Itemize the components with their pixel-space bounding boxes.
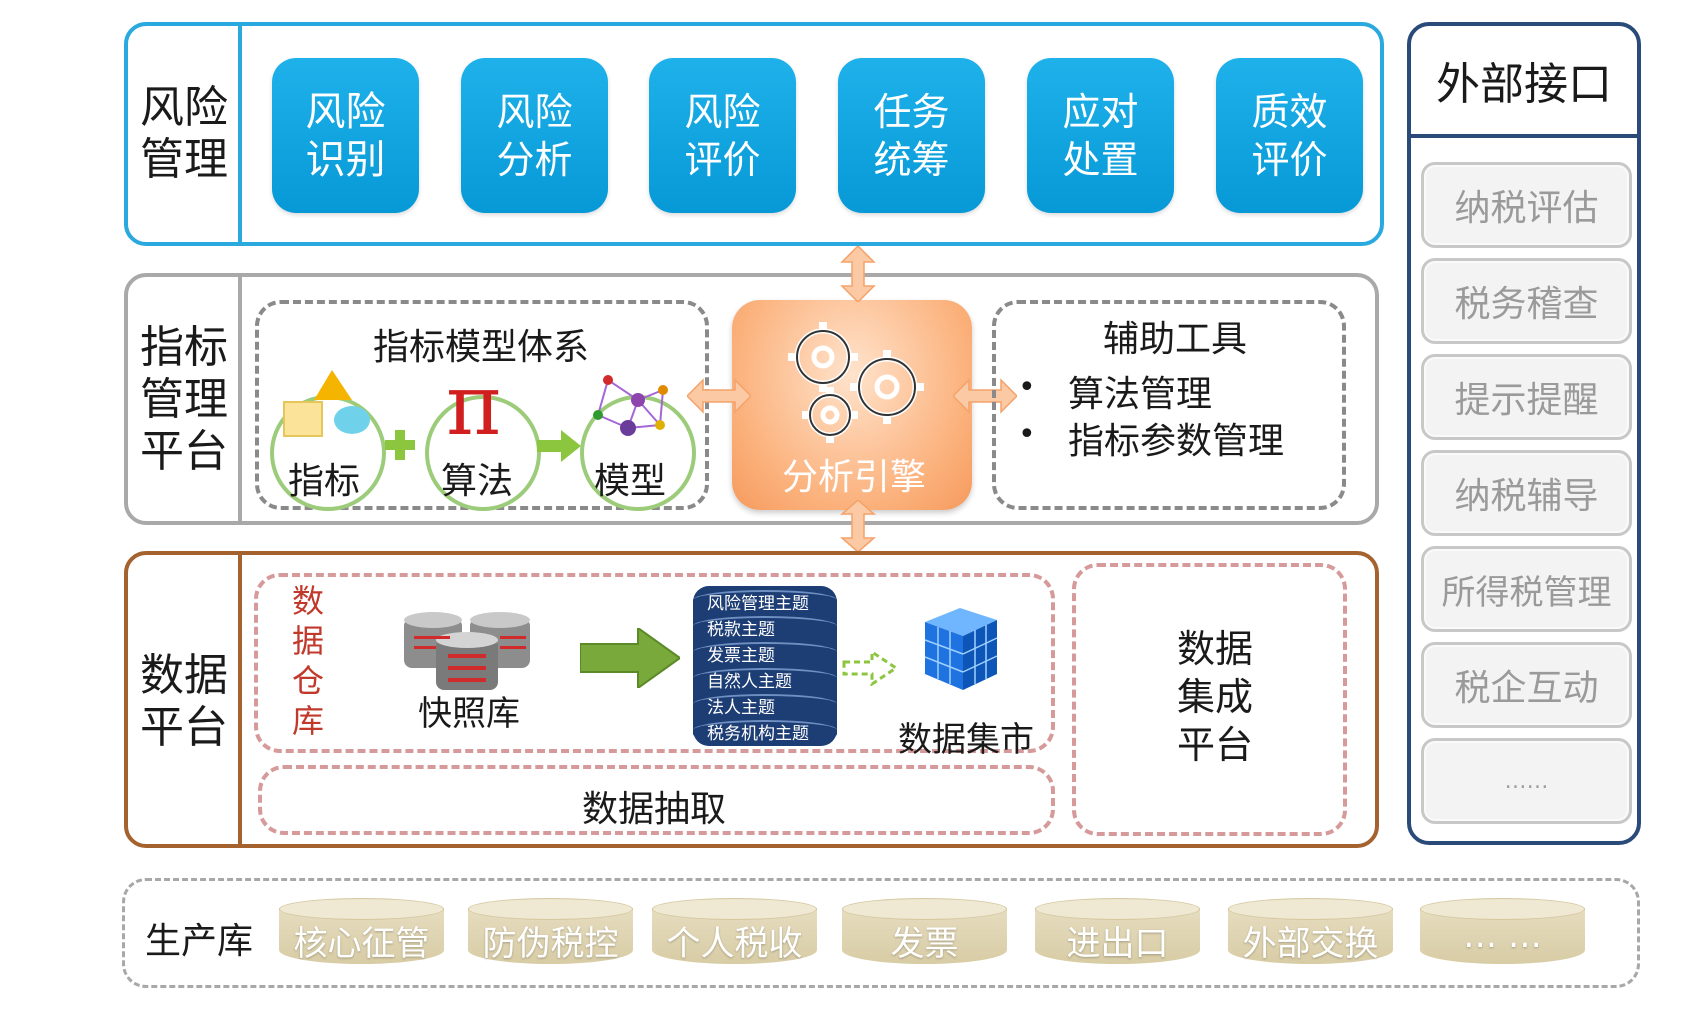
snapshot-db-label: 快照库 xyxy=(418,694,520,734)
ext-item-tax-enterprise[interactable]: 税企互动 xyxy=(1421,642,1632,728)
pi-icon: π xyxy=(446,356,502,454)
arrow-right-green-icon xyxy=(580,628,680,688)
model-label: 模型 xyxy=(594,461,667,502)
theme-invoice: 发票主题 xyxy=(693,642,837,666)
algorithm-circle xyxy=(425,395,541,511)
prod-db-invoice[interactable]: 发票 xyxy=(842,898,1007,968)
indicator-shapes-icon xyxy=(283,370,370,437)
tile-risk-analysis[interactable]: 风险 分析 xyxy=(461,58,608,213)
analysis-engine-label: 分析引擎 xyxy=(782,457,927,498)
prod-db-external-exchange-label: 外部交换 xyxy=(1242,924,1379,964)
tile-response-disposal[interactable]: 应对 处置 xyxy=(1027,58,1174,213)
prod-db-core-label: 核心征管 xyxy=(293,924,430,964)
data-platform-section xyxy=(124,551,1379,848)
risk-divider xyxy=(238,24,242,244)
tile-risk-evaluation[interactable]: 风险 评价 xyxy=(649,58,796,213)
ext-item-more[interactable]: …… xyxy=(1421,738,1632,824)
bullet-icon: • xyxy=(1018,370,1036,405)
theme-risk: 风险管理主题 xyxy=(693,590,837,614)
prod-db-external-exchange[interactable]: 外部交换 xyxy=(1228,898,1393,968)
prod-db-personal-tax[interactable]: 个人税收 xyxy=(652,898,817,968)
tile-task-coordination[interactable]: 任务 统筹 xyxy=(838,58,985,213)
data-extract-label: 数据抽取 xyxy=(582,789,727,830)
analysis-engine-box[interactable] xyxy=(732,300,972,510)
data-mart-cube-icon xyxy=(924,608,998,690)
plus-icon xyxy=(385,430,415,460)
theme-natural-person: 自然人主题 xyxy=(693,668,837,692)
prod-db-core[interactable]: 核心征管 xyxy=(279,898,444,968)
index-platform-title: 指标 管理 平台 xyxy=(140,322,228,477)
arrow-right-icon xyxy=(537,430,581,462)
production-db-title: 生产库 xyxy=(145,921,254,962)
model-system-title: 指标模型体系 xyxy=(373,327,590,368)
external-interface-title: 外部接口 xyxy=(1411,26,1637,138)
theme-legal-person: 法人主题 xyxy=(693,694,837,718)
prod-db-invoice-label: 发票 xyxy=(890,924,959,964)
prod-db-more[interactable]: … … xyxy=(1420,898,1585,968)
prod-db-personal-tax-label: 个人税收 xyxy=(666,924,803,964)
gears-icon xyxy=(788,322,924,443)
bullet-icon: • xyxy=(1018,417,1036,452)
tool-item-index-params: 指标参数管理 xyxy=(1068,421,1285,462)
production-db-section xyxy=(122,878,1640,988)
database-servers-icon xyxy=(404,612,530,690)
ext-item-tax-assessment[interactable]: 纳税评估 xyxy=(1421,162,1632,248)
left-right-arrow-left-icon xyxy=(687,378,751,414)
data-platform-title: 数据 平台 xyxy=(140,650,228,753)
up-down-arrow-top-icon xyxy=(840,246,876,302)
data-integration-label: 数据 集成 平台 xyxy=(1176,627,1253,767)
risk-management-title: 风险 管理 xyxy=(140,82,228,185)
external-interface-section xyxy=(1407,22,1641,845)
ext-item-reminder[interactable]: 提示提醒 xyxy=(1421,354,1632,440)
prod-db-anti-fraud[interactable]: 防伪税控 xyxy=(468,898,633,968)
index-divider xyxy=(238,275,242,523)
prod-db-anti-fraud-label: 防伪税控 xyxy=(482,924,619,964)
data-divider xyxy=(238,553,242,846)
tile-risk-identification[interactable]: 风险 识别 xyxy=(272,58,419,213)
prod-db-more-label: … … xyxy=(1463,916,1542,956)
dashed-arrow-icon xyxy=(842,650,898,686)
tile-quality-evaluation[interactable]: 质效 评价 xyxy=(1216,58,1363,213)
prod-db-import-export[interactable]: 进出口 xyxy=(1035,898,1200,968)
ext-item-income-tax[interactable]: 所得税管理 xyxy=(1421,546,1632,632)
data-integration-box xyxy=(1072,563,1347,836)
up-down-arrow-bottom-icon xyxy=(840,500,876,552)
risk-management-section xyxy=(124,22,1384,246)
aux-tools-title: 辅助工具 xyxy=(1103,319,1248,360)
algorithm-label: 算法 xyxy=(441,461,514,502)
aux-tools-box xyxy=(992,300,1346,510)
prod-db-import-export-label: 进出口 xyxy=(1066,924,1169,964)
data-extract-box xyxy=(258,765,1055,835)
network-model-icon xyxy=(593,375,668,436)
left-right-arrow-right-icon xyxy=(953,378,1017,414)
data-mart-label: 数据集市 xyxy=(898,720,1034,760)
tool-item-algorithm: 算法管理 xyxy=(1068,374,1213,415)
data-warehouse-label: 数 据 仓 库 xyxy=(291,582,324,740)
index-management-section xyxy=(124,273,1379,525)
theme-tax-agency: 税务机构主题 xyxy=(693,720,837,744)
ext-item-tax-guidance[interactable]: 纳税辅导 xyxy=(1421,450,1632,536)
ext-item-tax-inspection[interactable]: 税务稽查 xyxy=(1421,258,1632,344)
theme-tax-payment: 税款主题 xyxy=(693,616,837,640)
data-warehouse-box xyxy=(254,573,1055,753)
indicator-label: 指标 xyxy=(288,461,361,502)
